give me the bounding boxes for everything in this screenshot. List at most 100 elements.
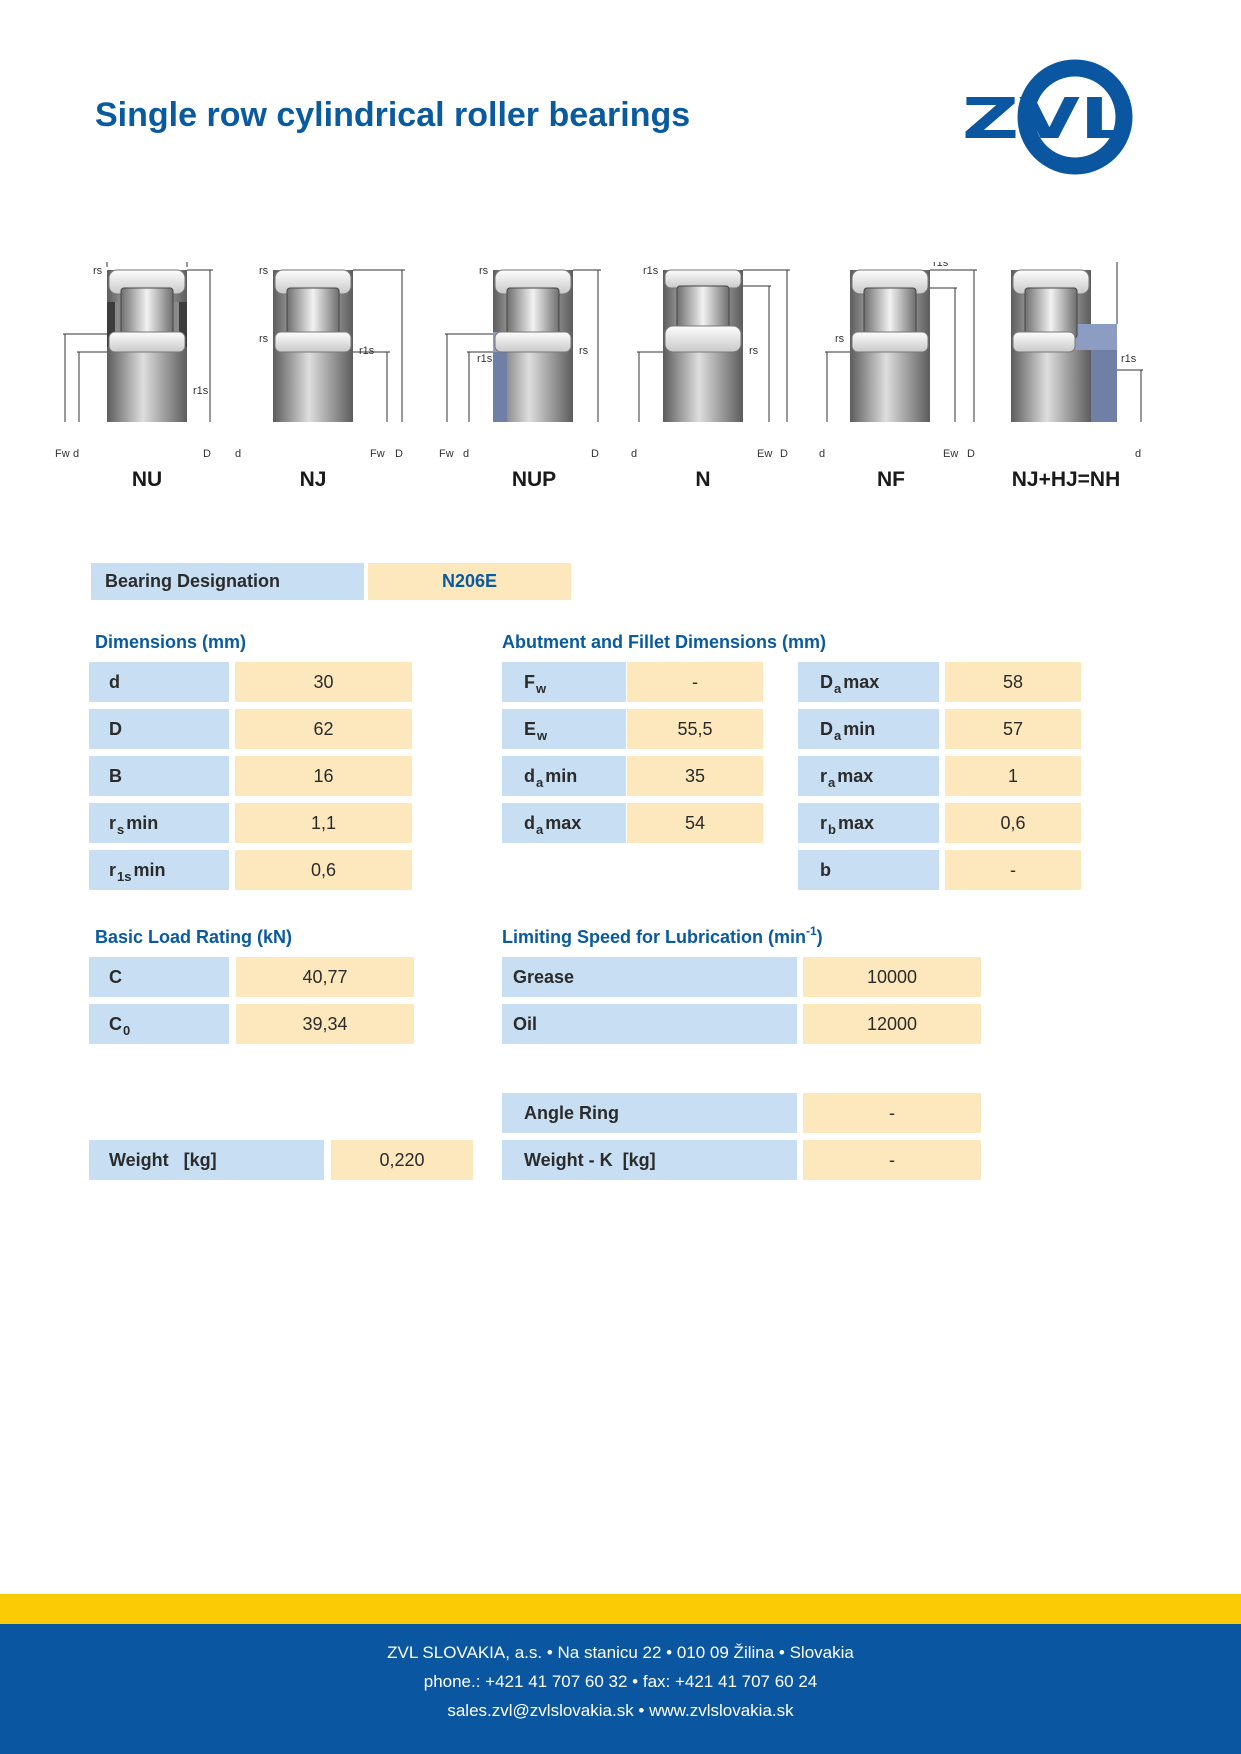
svg-text:rs: rs: [835, 333, 845, 345]
figure-label-nup: NUP: [511, 468, 557, 491]
figure-label-nj-hj-nh: NJ+HJ=NH: [1011, 468, 1121, 491]
cell-symbol: r: [820, 812, 828, 833]
weight-value: 0,220: [331, 1140, 473, 1180]
svg-text:Ew: Ew: [943, 448, 958, 460]
figure-nu: B rs r1s Fwd D: [55, 262, 213, 460]
footer-phone: phone.: +421 41 707 60 32 • fax: +421 41…: [423, 1672, 818, 1691]
cell-symbol: d: [109, 671, 120, 692]
svg-text:rs: rs: [749, 345, 759, 357]
weight-k-value: -: [803, 1140, 981, 1180]
svg-text:d: d: [73, 448, 79, 460]
cell-subscript: a: [834, 727, 842, 743]
fillet-value: 57: [945, 709, 1081, 749]
svg-text:D: D: [203, 448, 211, 460]
weight-k-label: Weight - K [kg]: [502, 1140, 797, 1180]
footer-address: ZVL SLOVAKIA, a.s. • Na stanicu 22 • 010…: [387, 1643, 854, 1662]
cell-subscript: a: [536, 774, 544, 790]
zvl-logo: ZVL: [962, 59, 1133, 175]
cell-symbol: Oil: [513, 1013, 538, 1034]
cell-suffix: min: [843, 718, 876, 739]
cell-subscript: 0: [123, 1022, 131, 1038]
page-title: Single row cylindrical roller bearings: [95, 96, 691, 134]
dimension-value: 30: [235, 662, 412, 702]
speed-label: Oil: [502, 1004, 797, 1044]
svg-text:r1s: r1s: [933, 262, 949, 269]
cell-suffix: max: [545, 812, 582, 833]
cell-suffix: min: [126, 812, 159, 833]
fillet-label: b: [798, 850, 939, 890]
cell-symbol: B: [109, 765, 122, 786]
dimension-value: 16: [235, 756, 412, 796]
dimension-label: B: [89, 756, 229, 796]
abutment-value: 54: [627, 803, 763, 843]
cell-symbol: D: [109, 718, 122, 739]
svg-text:rs: rs: [579, 345, 589, 357]
load-rating-label: C: [89, 957, 229, 997]
cell-suffix: max: [843, 671, 880, 692]
svg-text:Fw: Fw: [55, 448, 70, 460]
designation-value: N206E: [368, 563, 571, 600]
cell-symbol: b: [820, 859, 831, 880]
fillet-value: 1: [945, 756, 1081, 796]
abutment-value: 35: [627, 756, 763, 796]
cell-symbol: Grease: [513, 966, 575, 987]
cell-symbol: r: [820, 765, 828, 786]
cell-symbol: F: [524, 671, 535, 692]
cell-subscript: s: [117, 821, 125, 837]
svg-text:d: d: [235, 448, 241, 460]
cell-symbol: d: [524, 812, 535, 833]
designation-label: Bearing Designation: [91, 563, 364, 600]
angle-ring-label: Angle Ring: [502, 1093, 797, 1133]
svg-text:d: d: [631, 448, 637, 460]
speed-value: 12000: [803, 1004, 981, 1044]
cell-subscript: b: [828, 821, 836, 837]
speed-label: Grease: [502, 957, 797, 997]
svg-text:Fw: Fw: [439, 448, 454, 460]
svg-text:d: d: [1135, 448, 1141, 460]
fillet-value: 58: [945, 662, 1081, 702]
svg-text:d: d: [819, 448, 825, 460]
svg-text:r1s: r1s: [477, 353, 493, 365]
svg-text:ZVL: ZVL: [962, 87, 1130, 152]
cell-symbol: C: [109, 1013, 122, 1034]
cell-suffix: min: [545, 765, 578, 786]
cell-suffix: min: [133, 859, 166, 880]
fillet-value: 0,6: [945, 803, 1081, 843]
abutment-title: Abutment and Fillet Dimensions (mm): [502, 632, 827, 652]
cell-subscript: 1s: [117, 868, 132, 884]
cell-subscript: a: [834, 680, 842, 696]
figure-nup: B rs r1s rs Fwd D: [439, 265, 601, 460]
footer: ZVL SLOVAKIA, a.s. • Na stanicu 22 • 010…: [0, 1624, 1241, 1754]
cell-subscript: w: [537, 727, 548, 743]
cell-suffix: max: [837, 812, 874, 833]
bearing-type-figures: B rs r1s Fwd D B rs rs r1s d FwD B rs r1…: [55, 262, 1143, 460]
dimension-value: 1,1: [235, 803, 412, 843]
abutment-value: 55,5: [627, 709, 763, 749]
svg-text:D: D: [591, 448, 599, 460]
cell-subscript: a: [536, 821, 544, 837]
figure-label-nf: NF: [877, 468, 905, 491]
svg-text:Ew: Ew: [757, 448, 772, 460]
dimension-label: D: [89, 709, 229, 749]
dimensions-title: Dimensions (mm): [95, 632, 247, 652]
svg-text:D: D: [395, 448, 403, 460]
svg-text:D: D: [780, 448, 788, 460]
svg-text:r1s: r1s: [359, 345, 375, 357]
cell-symbol: D: [820, 671, 833, 692]
cell-symbol: E: [524, 718, 537, 739]
svg-text:rs: rs: [259, 265, 269, 277]
footer-contacts: sales.zvl@zvlslovakia.sk • www.zvlslovak…: [447, 1701, 794, 1720]
svg-text:rs: rs: [93, 265, 103, 277]
cell-subscript: a: [828, 774, 836, 790]
dimension-value: 0,6: [235, 850, 412, 890]
cell-symbol: r: [109, 812, 117, 833]
load-rating-value: 40,77: [236, 957, 414, 997]
cell-suffix: max: [837, 765, 874, 786]
figure-nj: B rs rs r1s d FwD: [235, 265, 405, 460]
